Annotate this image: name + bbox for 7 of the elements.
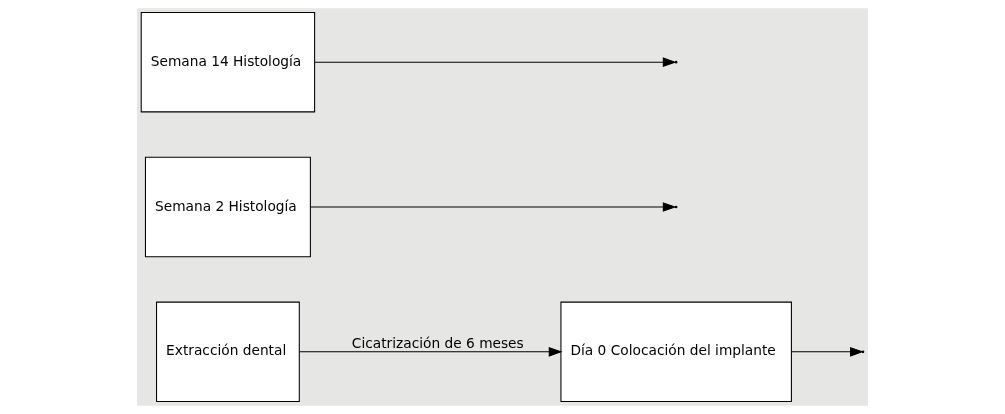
arrow [299, 347, 563, 357]
edge-label: Cicatrización de 6 meses [351, 335, 524, 352]
arrow [310, 202, 677, 212]
node-box: Semana 14 Histología [140, 11, 316, 113]
node-box: Día 0 Colocación del implante [560, 301, 792, 403]
node-box: Semana 2 Histología [144, 156, 311, 258]
node-box: Extracción dental [156, 301, 300, 403]
